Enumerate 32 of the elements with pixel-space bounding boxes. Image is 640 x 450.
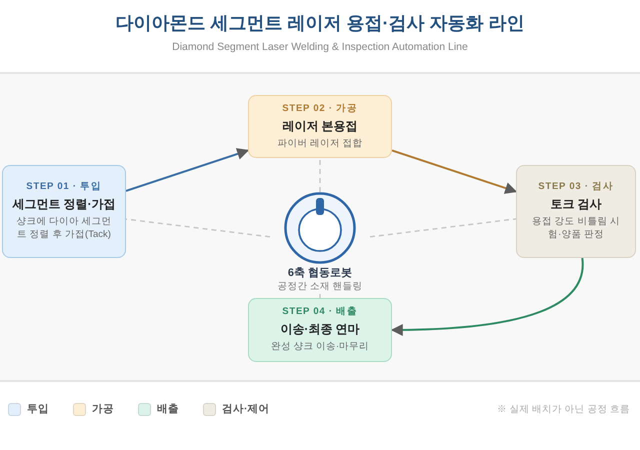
step-title: 세그먼트 정렬·가접 xyxy=(12,197,116,212)
robot-description: 공정간 소재 핸들링 xyxy=(277,280,363,293)
note-text: ※ 실제 배치가 아닌 공정 흐름 xyxy=(496,403,630,417)
step-box xyxy=(248,298,392,362)
step-label: STEP 02 · 가공 xyxy=(282,102,358,115)
step-description: 파이버 레이저 접합 xyxy=(276,138,364,150)
step-title: 이송·최종 연마 xyxy=(280,322,360,338)
arrow xyxy=(392,149,518,194)
legend-text: 검사·제어 xyxy=(222,402,270,417)
dashed-connector xyxy=(126,218,270,238)
legend-text: 배출 xyxy=(157,402,179,417)
step-description: 용접 강도 비틀림 시험·양품 판정 xyxy=(531,216,621,242)
dashed-connector xyxy=(319,294,321,298)
step-title: 토크 검사 xyxy=(550,197,602,212)
step-box xyxy=(248,95,392,158)
arrow xyxy=(126,148,250,192)
step-label: STEP 03 · 검사 xyxy=(538,181,614,194)
step-box xyxy=(516,165,636,258)
step-description: 샹크에 다이아 세그먼트 정렬 후 가접(Tack) xyxy=(15,216,113,242)
step-title: 레이저 본용접 xyxy=(282,118,358,134)
title: 다이아몬드 세그먼트 레이저 용접·검사 자동화 라인 xyxy=(116,12,524,35)
arrow xyxy=(390,258,584,336)
legend-text: 가공 xyxy=(92,402,114,417)
step-box xyxy=(2,165,126,258)
robot-title: 6축 협동로봇 xyxy=(288,267,352,281)
step-label: STEP 01 · 투입 xyxy=(26,181,102,194)
step-description: 완성 샹크 이송·마무리 xyxy=(270,341,370,354)
step-label: STEP 04 · 배출 xyxy=(282,306,358,318)
subtitle: Diamond Segment Laser Welding & Inspection Automation Line xyxy=(172,40,468,55)
dashed-connector xyxy=(319,158,321,192)
legend-text: 투입 xyxy=(27,402,49,417)
dashed-connector xyxy=(370,218,516,238)
